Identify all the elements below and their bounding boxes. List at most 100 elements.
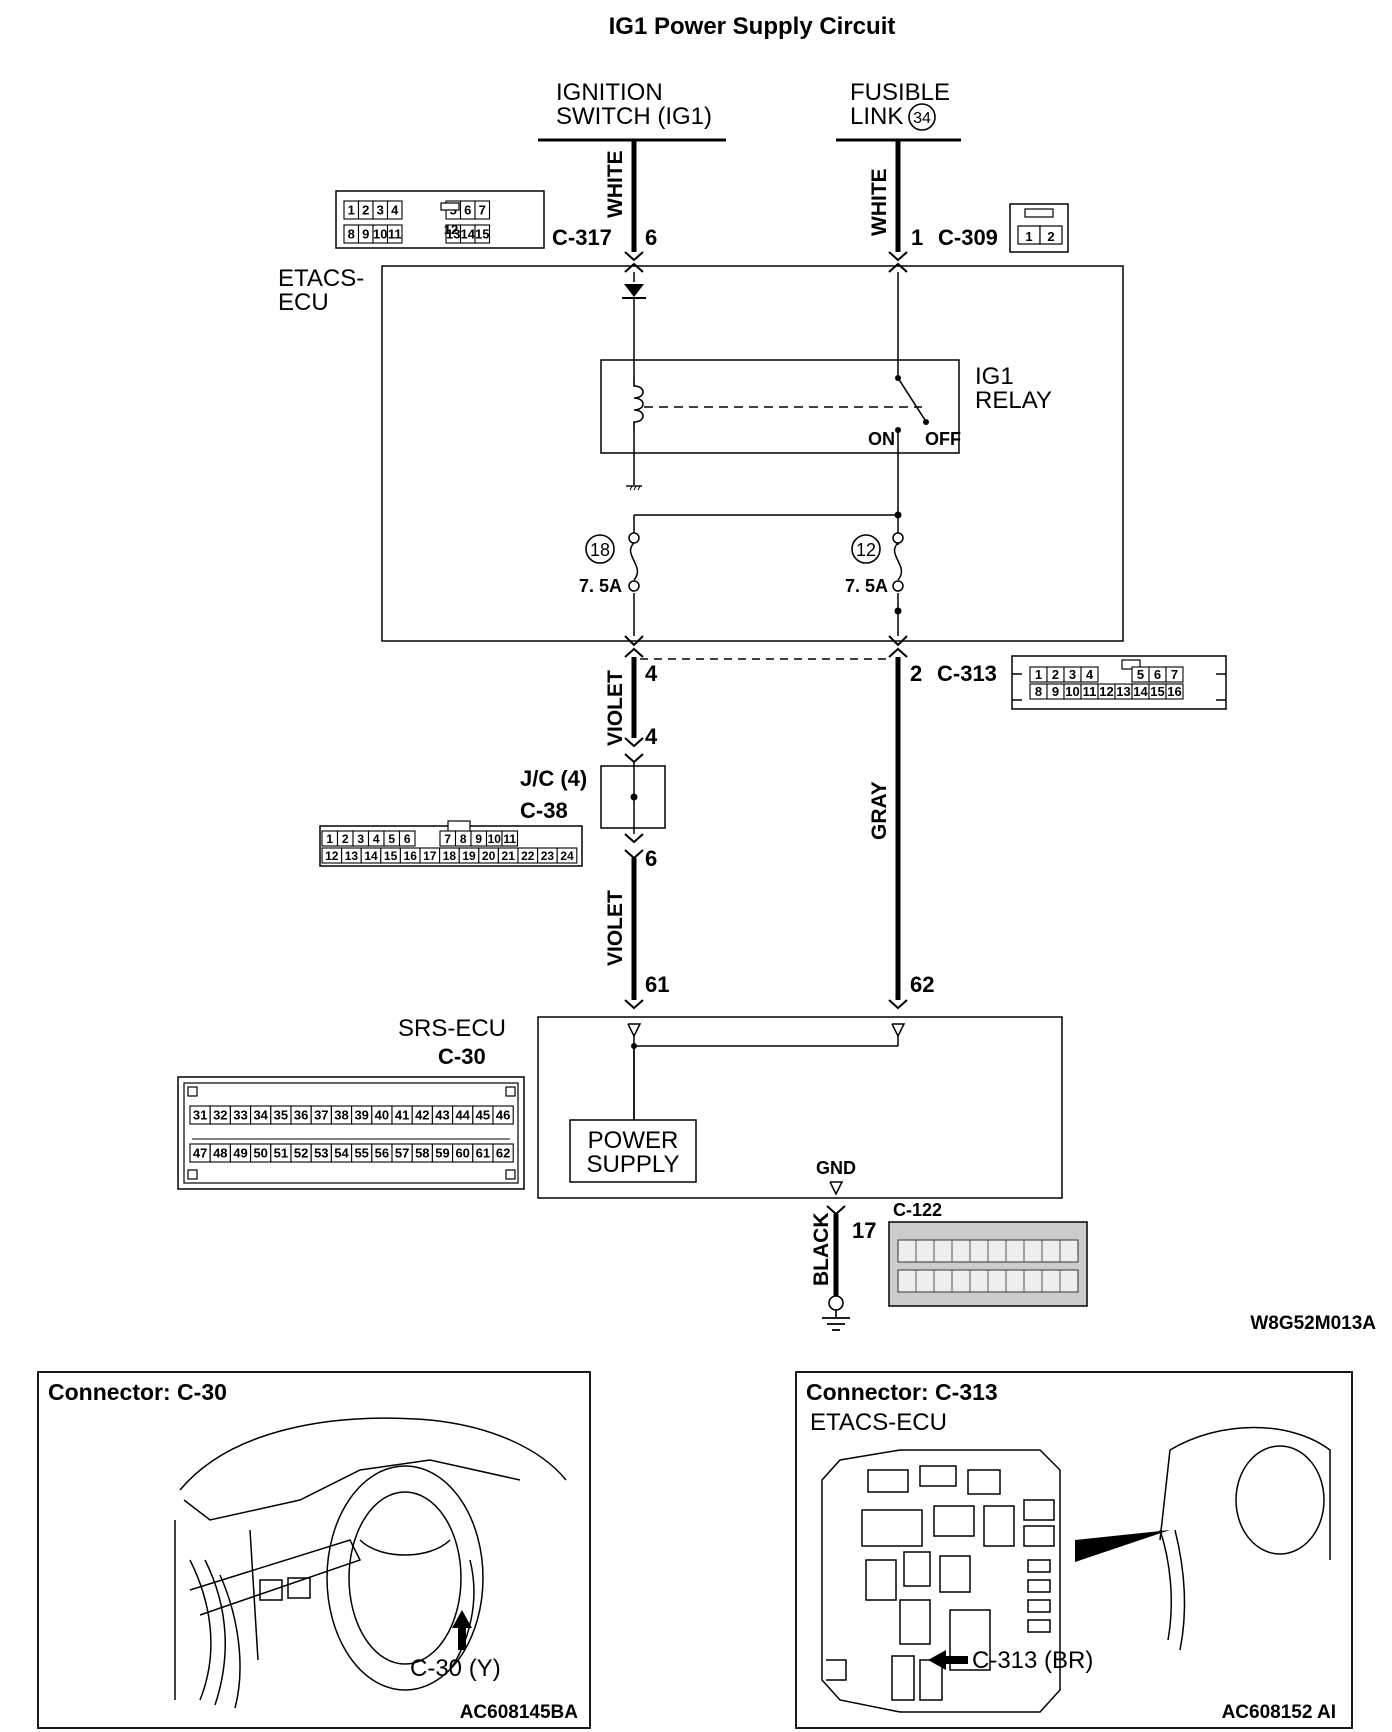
c309-cell-1: 1 (1025, 229, 1032, 244)
jc-pin-16: 16 (404, 849, 418, 863)
connector-c122: 17 C-122 (852, 1200, 1088, 1307)
ig1-relay: IG1 RELAY ON OFF (600, 359, 1052, 491)
fuse-18-number: 18 (590, 540, 610, 560)
ignition-switch-source: IGNITION SWITCH (IG1) (538, 79, 726, 142)
c313-pin-5: 5 (1137, 667, 1144, 682)
callout-arrow-c313 (928, 1650, 968, 1670)
c313-pin-16: 16 (1167, 684, 1181, 699)
wire-violet-lower: VIOLET (604, 890, 627, 966)
c30-pin-41: 41 (395, 1108, 409, 1123)
fuse-bus (634, 511, 902, 519)
diode-symbol (624, 284, 644, 297)
diagram-code: W8G52M013A (1250, 1313, 1376, 1334)
jc-pin-6: 6 (404, 832, 411, 846)
connector-c309: 1 C-309 1 2 (911, 203, 1069, 253)
c30-cell-frame (492, 1143, 514, 1163)
relay-coil (633, 378, 644, 430)
etacs-ecu-illustration (821, 1426, 1331, 1713)
panel-right-code: AC608152 AI (1222, 1702, 1336, 1723)
jc-pin-14: 14 (364, 849, 378, 863)
c317-center-cell: 12 (444, 222, 458, 237)
c30-pin-38: 38 (334, 1108, 348, 1123)
jc-pin-18: 18 (443, 849, 457, 863)
c30-label: C-30 (438, 1044, 486, 1069)
c30-pin-62: 62 (496, 1146, 510, 1161)
fuse-18: 18 7. 5A (579, 532, 640, 596)
c30-pin-31: 31 (193, 1108, 207, 1123)
c30-pin-40: 40 (375, 1108, 389, 1123)
c30-pin-49: 49 (233, 1146, 247, 1161)
c317-pin-4: 4 (391, 203, 399, 218)
c30-pin-35: 35 (274, 1108, 288, 1123)
c30-pin-left: 61 (645, 972, 669, 997)
panel-connector-c30: Connector: C-30 C-30 (Y) AC608145BA (37, 1371, 591, 1729)
wire-black: BLACK (810, 1213, 833, 1287)
c313-pin-10: 10 (1065, 684, 1079, 699)
c309-pin: 1 (911, 225, 923, 250)
panel-left-callout: C-30 (Y) (410, 1655, 501, 1682)
jc-pin-23: 23 (541, 849, 555, 863)
c313-pin-1: 1 (1035, 667, 1042, 682)
jc-cell-frame (398, 830, 416, 847)
diagram-title: IG1 Power Supply Circuit (609, 13, 896, 40)
c30-pin-50: 50 (253, 1146, 267, 1161)
panel-connector-c313: Connector: C-313 ETACS-ECU C-313 (BR) AC… (795, 1371, 1353, 1729)
c317-cell-frame (474, 200, 491, 220)
jc-pin-22: 22 (521, 849, 535, 863)
c317-pin-7: 7 (479, 203, 486, 218)
c313-cell-frame (1080, 666, 1099, 683)
jc-pin-in: 4 (645, 724, 658, 749)
etacs-ecu-line1: ETACS- (278, 265, 364, 292)
c122-label: C-122 (893, 1200, 942, 1220)
fusible-link-line1: FUSIBLE (850, 79, 950, 106)
c30-pin-32: 32 (213, 1108, 227, 1123)
jc-pin-11: 11 (503, 832, 516, 846)
jc-pin-12: 12 (325, 849, 339, 863)
c30-pin-42: 42 (415, 1108, 429, 1123)
c313-pin-14: 14 (1133, 684, 1148, 699)
panel-right-subtitle: ETACS-ECU (810, 1409, 947, 1436)
relay-label-line1: IG1 (975, 363, 1014, 390)
jc-pin-21: 21 (502, 849, 516, 863)
c317-pin-9: 9 (362, 227, 369, 242)
jc-pin-19: 19 (462, 849, 476, 863)
c30-pin-54: 54 (334, 1146, 349, 1161)
c313-pin-right: 2 (910, 661, 922, 686)
c30-pin-37: 37 (314, 1108, 328, 1123)
jc-pin-10: 10 (488, 832, 502, 846)
c317-pin-13: 13 (446, 227, 460, 242)
c317-label: C-317 (552, 225, 612, 250)
c317-pin-1: 1 (348, 203, 355, 218)
dashboard-steering-illustration (174, 1417, 567, 1709)
jc-pin-15: 15 (384, 849, 398, 863)
panel-right-title: Connector: C-313 (806, 1379, 998, 1405)
jc-pin-out: 6 (645, 846, 657, 871)
jc-pin-2: 2 (342, 832, 349, 846)
c30-pin-60: 60 (455, 1146, 469, 1161)
c30-pin-57: 57 (395, 1146, 409, 1161)
c313-cell-frame (1165, 683, 1184, 700)
c317-pin-8: 8 (348, 227, 355, 242)
c313-pin-3: 3 (1069, 667, 1076, 682)
jc-pin-9: 9 (475, 832, 482, 846)
c317-pin-11: 11 (388, 227, 402, 242)
c313-cell-frame (1165, 666, 1184, 683)
fuse-18-rating: 7. 5A (579, 576, 622, 596)
c313-pin-15: 15 (1150, 684, 1164, 699)
c313-pin-9: 9 (1052, 684, 1059, 699)
panel-left-code: AC608145BA (460, 1702, 579, 1723)
panel-left-title: Connector: C-30 (48, 1379, 227, 1405)
c317-pin-10: 10 (373, 227, 387, 242)
c317-cell-frame (386, 224, 403, 244)
relay-label-line2: RELAY (975, 387, 1052, 414)
srs-ecu: SRS-ECU C-30 61 62 POWER SUPPLY GND (398, 972, 1063, 1199)
c30-pin-36: 36 (294, 1108, 308, 1123)
ignition-switch-line1: IGNITION (556, 79, 663, 106)
